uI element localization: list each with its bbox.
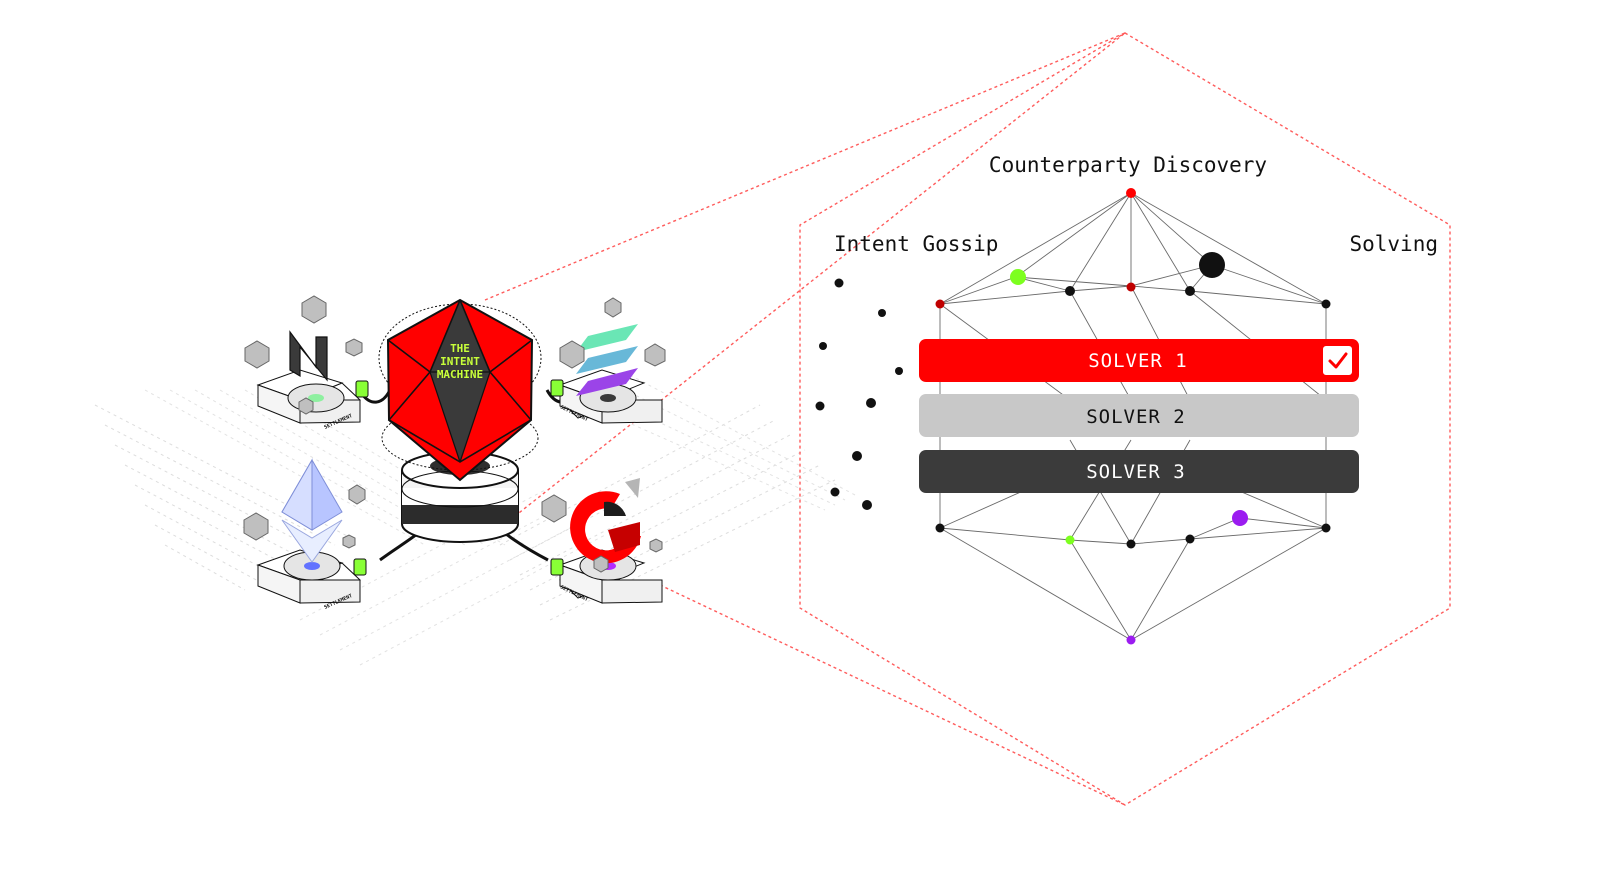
machine-line-2: INTENT [440,355,480,368]
settlement-platform-ethereum: SETTLEMENT [243,458,367,611]
solver-label-3: SOLVER 3 [1086,461,1186,483]
solver-list: SOLVER 1 SOLVER 2 SOLVER 3 [919,339,1359,493]
intent-machine-core: THE INTENT MACHINE [378,298,542,482]
machine-line-1: THE [450,342,470,355]
network-nodes [935,188,1331,645]
settlement-platform-other: SETTLEMENT [541,478,663,604]
solver-label-1: SOLVER 1 [1088,350,1188,372]
solving-label: Solving [1349,232,1438,256]
solver-bar-2[interactable]: SOLVER 2 [919,394,1359,437]
background-grid [94,374,856,666]
zoom-connector-lines [484,32,1126,806]
settlement-platform-solana: SETTLEMENT [550,297,666,424]
solana-logo-icon [576,324,638,396]
counterparty-discovery-label: Counterparty Discovery [989,153,1267,177]
solver-bar-3[interactable]: SOLVER 3 [919,450,1359,493]
check-icon[interactable] [1321,344,1354,377]
ethereum-logo-icon [281,458,343,563]
settlement-platform-near: SETTLEMENT [244,295,369,431]
gossip-dots [815,278,903,510]
near-logo-icon [289,330,328,382]
solver-bar-1[interactable]: SOLVER 1 [919,339,1359,382]
solver-label-2: SOLVER 2 [1086,406,1186,428]
machine-line-3: MACHINE [437,368,483,381]
circle-logo-icon [570,478,641,564]
intent-gossip-label: Intent Gossip [834,232,998,256]
